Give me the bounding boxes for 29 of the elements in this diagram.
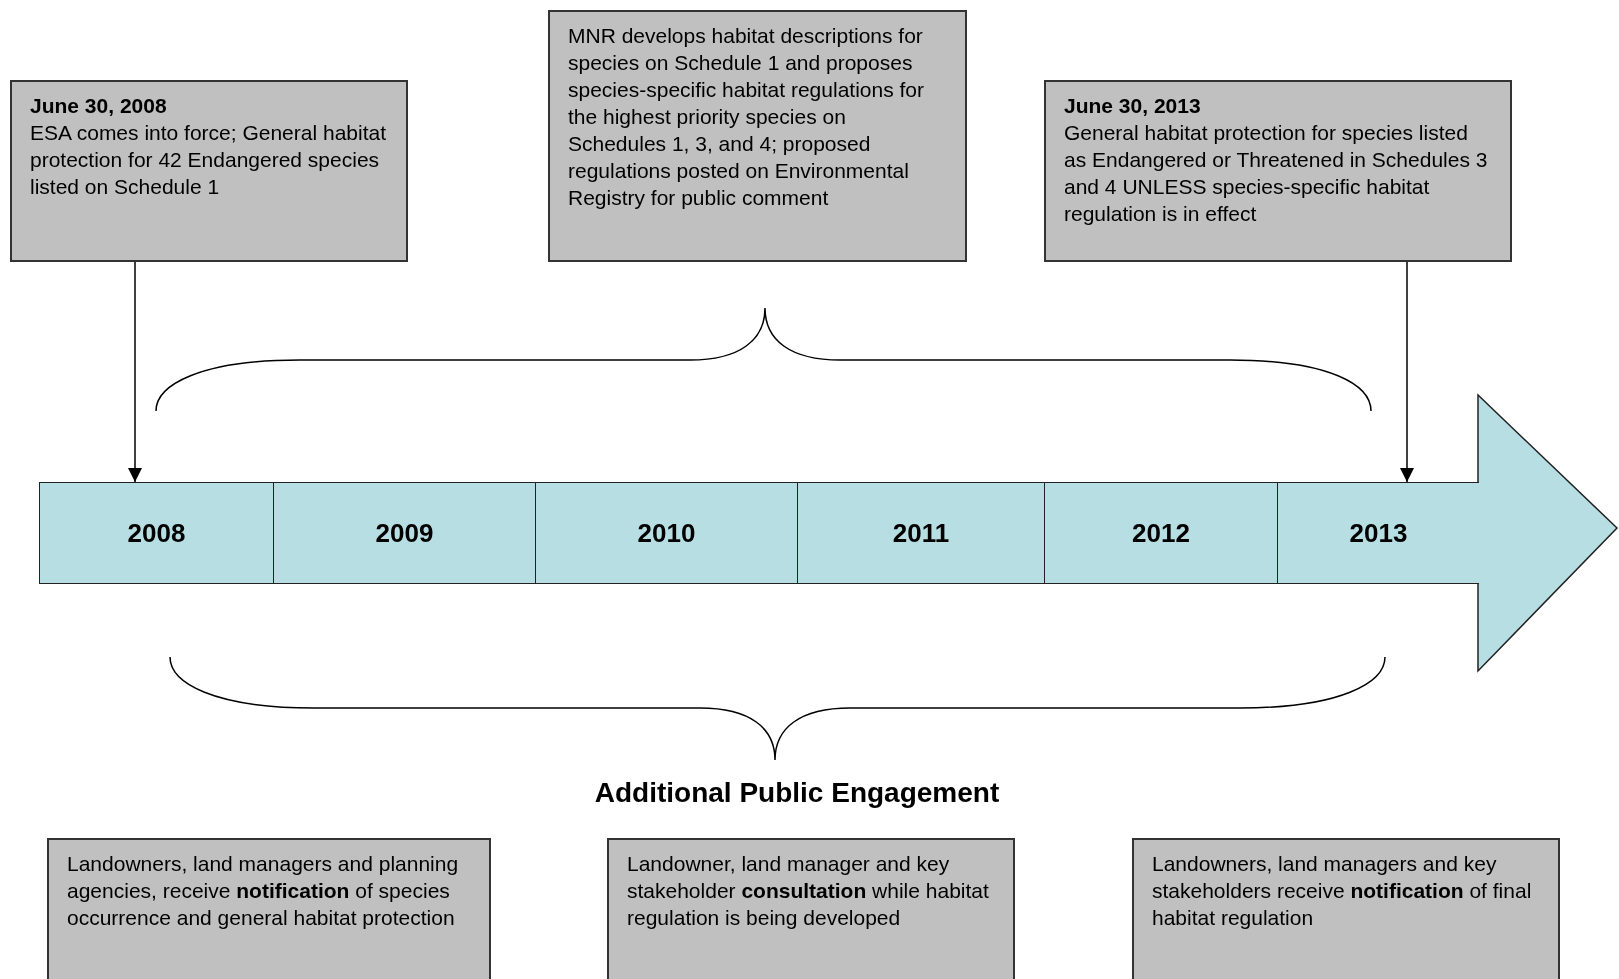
text-box	[607, 838, 1015, 979]
description-text: Landowners, land managers and key stakeholders receive notification of final habitat regulation	[1152, 851, 1533, 931]
timeline-segment	[39, 482, 274, 584]
description-text: General habitat protection for species listed as Endangered or Threatened in Schedules 3 and 4 UNLESS species-specific habitat regulation is in effect	[1064, 120, 1489, 227]
timeline-segment	[797, 482, 1045, 584]
timeline-segment	[273, 482, 536, 584]
timeline-segment	[1044, 482, 1278, 584]
timeline-segment	[1277, 482, 1479, 584]
date-heading: June 30, 2013	[1064, 93, 1202, 119]
text-box	[10, 80, 408, 262]
section-heading: Additional Public Engagement	[594, 777, 1000, 809]
year-label: 2010	[637, 517, 696, 549]
year-label: 2013	[1349, 517, 1408, 549]
timeline-segment	[535, 482, 798, 584]
description-text: MNR develops habitat descriptions for species on Schedule 1 and proposes species-specific habitat regulations for the highest priority species on Schedules 1, 3, and 4; proposed regulations posted on Environmental Registry for public comment	[568, 23, 925, 211]
date-heading: June 30, 2008	[30, 93, 168, 119]
text-box	[1044, 80, 1512, 262]
text-box	[548, 10, 967, 262]
description-text: ESA comes into force; General habitat protection for 42 Endangered species listed on Schedule 1	[30, 120, 388, 200]
arrow	[1400, 261, 1414, 483]
year-label: 2009	[375, 517, 434, 549]
description-text: Landowners, land managers and planning agencies, receive notification of species occurrence and general habitat protection	[67, 851, 460, 931]
year-label: 2008	[127, 517, 186, 549]
year-label: 2012	[1132, 517, 1190, 549]
text-box	[47, 838, 491, 979]
year-label: 2011	[892, 517, 950, 549]
arrow	[128, 261, 142, 483]
description-text: Landowner, land manager and key stakeholder consultation while habitat regulation is being developed	[627, 851, 990, 931]
text-box	[1132, 838, 1560, 979]
